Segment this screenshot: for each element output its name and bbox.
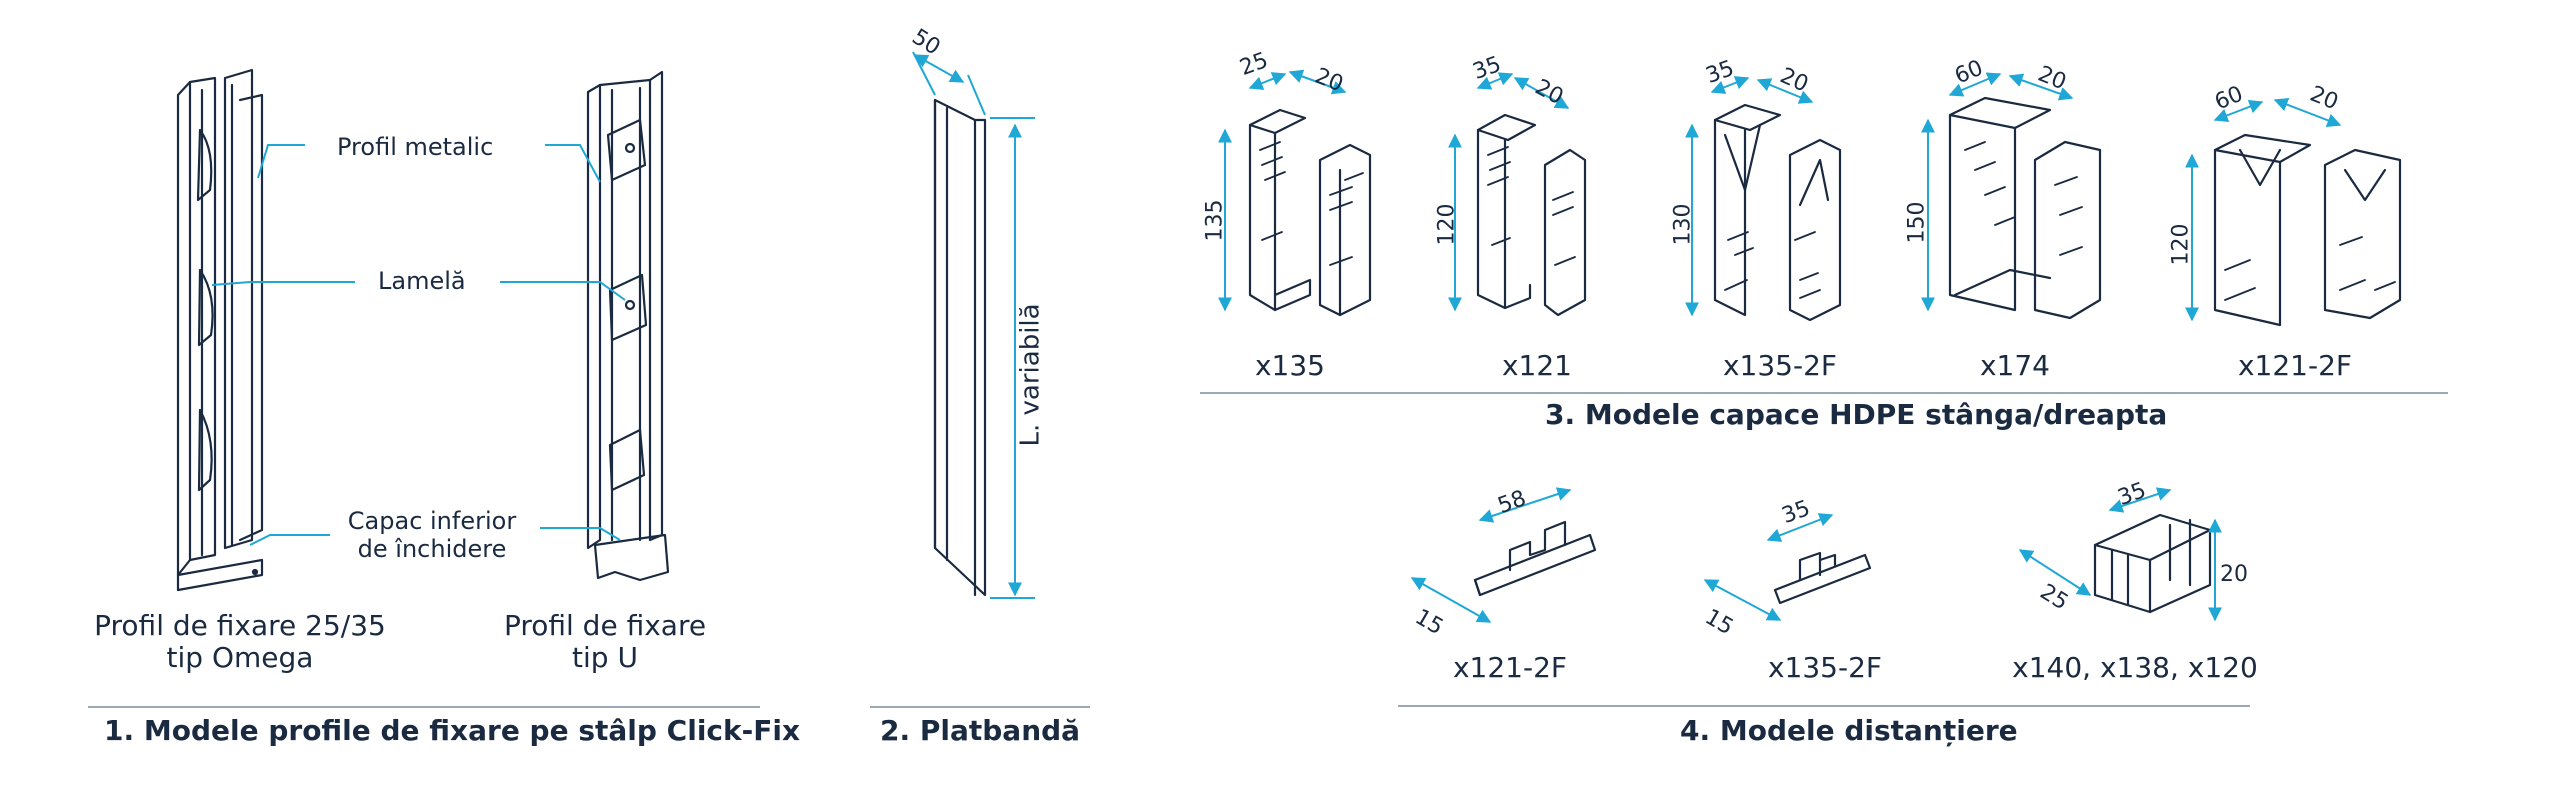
section2-title: 2. Platbandă (880, 714, 1081, 747)
cap-x121-drawing (1476, 113, 1587, 317)
u-profile-drawing (586, 70, 670, 582)
caption-u: Profil de fixare tip U (485, 609, 725, 675)
caption-u-line1: Profil de fixare (503, 609, 707, 642)
leader-capac (249, 534, 330, 546)
spacer3-dim3: 20 (2220, 562, 2248, 587)
dim-length-label: L. variabilă (1015, 303, 1046, 447)
cap4-height: 150 (1904, 201, 1930, 244)
cap1-height: 135 (1202, 199, 1228, 242)
cap-x135-drawing (1248, 108, 1372, 317)
section2-rule (870, 706, 1090, 708)
section1-rule (88, 706, 760, 708)
section4-rule (1398, 705, 2250, 707)
cap5-name: x121-2F (2237, 349, 2353, 382)
flat-band-drawing (933, 98, 987, 597)
caption-omega-line2: tip Omega (166, 641, 314, 675)
callout-lamela: Lamelă (378, 267, 466, 295)
cap3-height: 130 (1670, 203, 1696, 246)
section3-rule (1200, 392, 2448, 394)
cap-x174-drawing (1948, 96, 2102, 320)
spacer3-name: x140, x138, x120 (2012, 651, 2258, 684)
cap3-name: x135-2F (1722, 349, 1838, 382)
omega-profile-drawing (176, 68, 264, 592)
spacer2-name: x135-2F (1767, 651, 1883, 684)
leader-lamela-u (500, 281, 626, 301)
cap-x135-2f-drawing (1713, 103, 1842, 322)
spacer-x140-drawing (2093, 513, 2212, 614)
leader-capac-u (540, 527, 621, 541)
section1-title: 1. Modele profile de fixare pe stâlp Cli… (104, 714, 801, 747)
caption-u-line2: tip U (572, 641, 638, 675)
callout-capac-line2: de închidere (357, 534, 507, 563)
spacer1-name: x121-2F (1452, 651, 1568, 684)
spacer-x121-2f-drawing (1473, 520, 1597, 597)
cap4-name: x174 (1979, 349, 2050, 382)
section3-title: 3. Modele capace HDPE stânga/dreapta (1545, 398, 2168, 431)
callout-capac: Capac inferior de închidere (332, 507, 532, 563)
caption-omega: Profil de fixare 25/35 tip Omega (80, 609, 400, 675)
section4-title: 4. Modele distanțiere (1680, 714, 2018, 747)
callout-capac-line1: Capac inferior (347, 507, 517, 535)
cap2-name: x121 (1501, 349, 1572, 382)
spacer-x135-2f-drawing (1773, 551, 1872, 605)
cap2-height: 120 (1434, 203, 1460, 246)
leader-profil-metalic (257, 144, 305, 179)
caption-omega-line1: Profil de fixare 25/35 (94, 609, 386, 642)
cap5-height: 120 (2168, 223, 2194, 266)
cap-x121-2f-drawing (2213, 133, 2402, 327)
leader-lamela (211, 281, 355, 286)
leader-profil-metalic-u (545, 144, 601, 183)
dim-50-line (913, 54, 965, 83)
cap1-name: x135 (1254, 349, 1325, 382)
callout-profil-metalic: Profil metalic (337, 133, 494, 161)
